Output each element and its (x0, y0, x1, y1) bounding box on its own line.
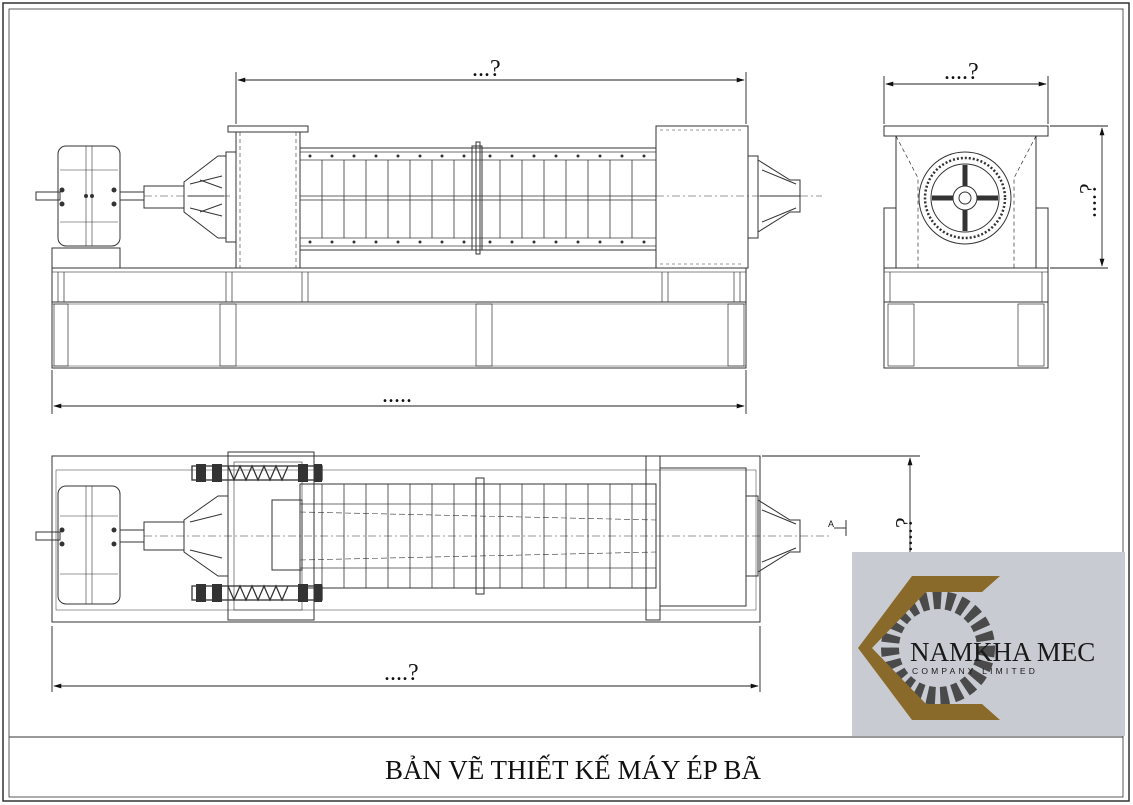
dim-top-length: ...? (472, 56, 501, 82)
dim-plan-width: ....? (892, 517, 918, 552)
dim-side-width: ....? (944, 59, 979, 85)
side-view (883, 125, 1049, 369)
dimension-lines (51, 72, 1108, 692)
company-logo: NAMKHA MEC COMPANY LIMITED (852, 552, 1125, 736)
front-view (35, 125, 822, 369)
section-marker: A (828, 519, 834, 529)
drawing-title: BẢN VẼ THIẾT KẾ MÁY ÉP BÃ (385, 754, 762, 785)
logo-subtitle: COMPANY LIMITED (912, 666, 1038, 676)
dim-plan-length: ....? (384, 660, 419, 686)
dim-side-height: ....? (1076, 183, 1102, 218)
logo-name: NAMKHA MEC (910, 637, 1095, 667)
plan-view (35, 451, 847, 623)
dim-base-length: ..... (382, 382, 412, 408)
